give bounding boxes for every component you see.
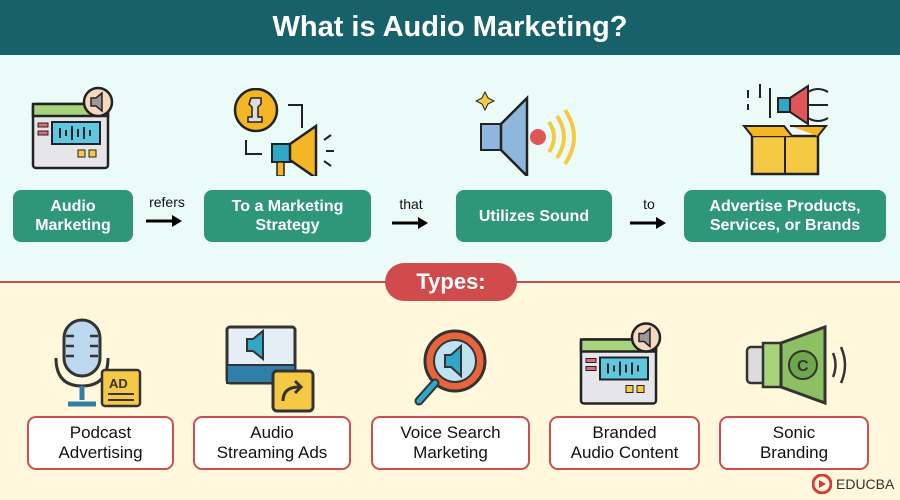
type-voice-search-marketing: Voice Search Marketing	[371, 416, 530, 470]
connector-to: to	[628, 196, 670, 230]
audio-app-icon	[31, 86, 114, 170]
type-label: Audio Streaming Ads	[216, 423, 328, 462]
type-branded-audio-content: Branded Audio Content	[549, 416, 700, 470]
podcast-microphone-icon: AD	[54, 318, 142, 408]
marketing-strategy-icon	[233, 88, 334, 176]
page-title: What is Audio Marketing?	[0, 0, 900, 55]
definition-section	[0, 55, 900, 282]
connector-label: to	[643, 196, 655, 212]
arrow-right-icon	[146, 215, 182, 227]
step-marketing-strategy: To a Marketing Strategy	[204, 190, 371, 242]
logo-text: EDUCBA	[836, 476, 895, 492]
step-label: Utilizes Sound	[478, 207, 590, 225]
step-label: To a Marketing Strategy	[231, 198, 344, 234]
step-label: Advertise Products, Services, or Brands	[709, 198, 861, 234]
type-podcast-advertising: Podcast Advertising	[27, 416, 174, 470]
step-label: Audio Marketing	[35, 198, 111, 234]
advertise-box-icon	[741, 84, 829, 176]
type-audio-streaming-ads: Audio Streaming Ads	[193, 416, 351, 470]
type-label: Voice Search Marketing	[400, 423, 501, 462]
educba-logo: EDUCBA	[812, 474, 894, 494]
educba-logo-icon	[812, 474, 832, 494]
type-label: Sonic Branding	[759, 423, 829, 462]
step-audio-marketing: Audio Marketing	[13, 190, 133, 242]
arrow-right-icon	[392, 217, 428, 229]
type-label: Branded Audio Content	[570, 423, 679, 462]
branded-audio-icon	[579, 322, 662, 405]
svg-text:AD: AD	[109, 376, 128, 391]
connector-label: refers	[149, 194, 185, 210]
speaker-sound-icon	[475, 90, 576, 176]
arrow-right-icon	[630, 217, 666, 229]
step-utilizes-sound: Utilizes Sound	[456, 190, 612, 242]
type-sonic-branding: Sonic Branding	[719, 416, 869, 470]
connector-refers: refers	[144, 194, 190, 228]
connector-label: that	[399, 196, 423, 212]
connector-that: that	[390, 196, 432, 230]
type-label: Podcast Advertising	[58, 423, 143, 462]
types-label: Types:	[385, 263, 517, 301]
streaming-ad-icon	[225, 325, 315, 413]
voice-search-icon	[414, 329, 487, 406]
step-advertise: Advertise Products, Services, or Brands	[684, 190, 886, 242]
sonic-branding-icon: C	[745, 325, 847, 405]
svg-text:C: C	[797, 358, 809, 375]
